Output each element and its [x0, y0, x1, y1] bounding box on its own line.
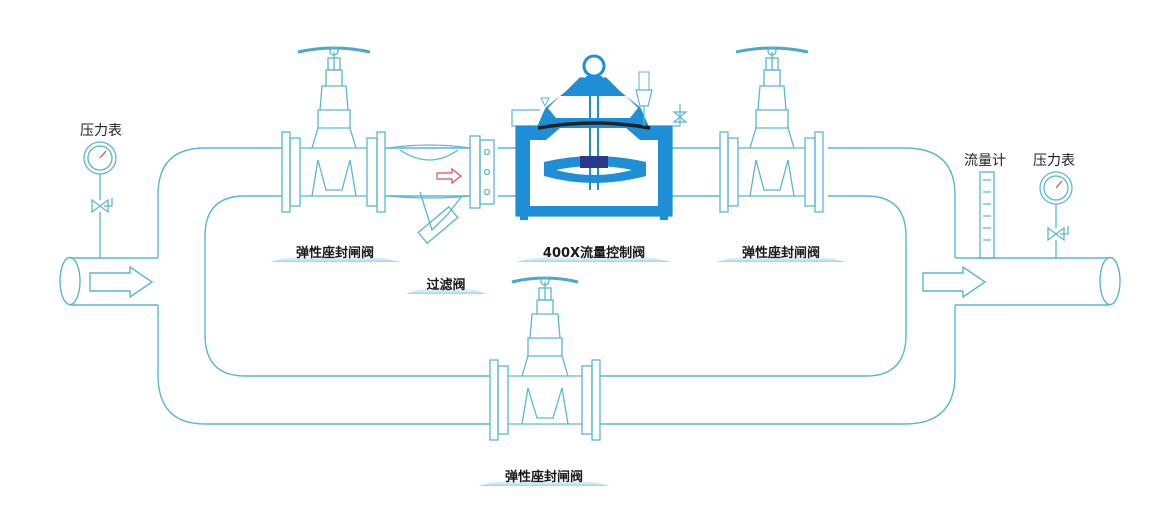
pipe-seg-2: [498, 147, 516, 197]
diaphragm: [537, 121, 651, 130]
pressure-gauge-left: [83, 141, 117, 258]
loop-inner-right: [600, 195, 907, 377]
pressure-gauge-right: [1039, 171, 1073, 258]
loop-outer-top-right: [828, 147, 956, 258]
gate-valve-upper-left: [281, 46, 386, 213]
badge-control-valve: [516, 253, 672, 262]
valve-upper-left-caption: 弹性座封闸阀: [295, 246, 375, 261]
badge-valve-upper-left: [270, 253, 400, 262]
gate-valve-bypass: [489, 276, 601, 441]
pipe-seg-3: [672, 147, 720, 197]
y-strainer: [387, 135, 495, 245]
valve-bypass-caption: 弹性座封闸阀: [504, 470, 584, 485]
loop-inner-left: [204, 195, 490, 377]
lifting-eye-icon: [582, 54, 606, 78]
control-valve-caption: 400X流量控制阀: [542, 246, 646, 261]
pressure-gauge-right-label: 压力表: [1033, 153, 1075, 169]
inlet-pipe-end: [59, 256, 81, 306]
badge-valve-bypass: [478, 477, 610, 486]
inlet-flow-arrow: [89, 265, 154, 299]
pipe-network: [59, 147, 1121, 425]
valve-upper-right-caption: 弹性座封闸阀: [741, 246, 821, 261]
direction-arrow-icon: [436, 167, 462, 185]
pilot-valve-icon: [635, 89, 653, 107]
loop-outer-top-left: [157, 147, 282, 258]
flow-control-valve-400x: [511, 54, 688, 220]
loop-outer-bottom-right: [600, 305, 956, 425]
loop-outer-bottom-left: [157, 305, 490, 425]
badge-strainer: [406, 285, 486, 294]
outlet-flow-arrow: [922, 265, 987, 299]
gate-valve-upper-right: [719, 46, 824, 213]
strainer-caption: 过滤阀: [426, 278, 466, 293]
flowmeter-label: 流量计: [964, 153, 1006, 169]
outlet-pipe-end: [1099, 256, 1121, 306]
pipe-seg-1: [385, 147, 470, 197]
pressure-gauge-left-label: 压力表: [80, 123, 122, 139]
badge-valve-upper-right: [716, 253, 846, 262]
label-badges: [270, 253, 846, 486]
flow-meter-tube: [979, 171, 995, 259]
